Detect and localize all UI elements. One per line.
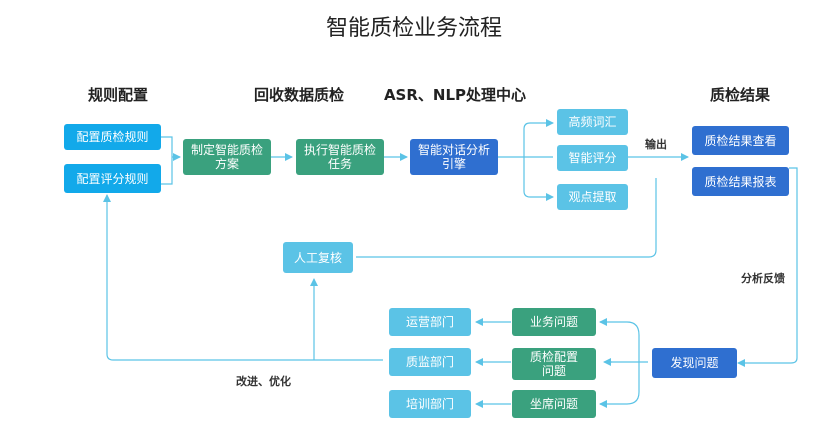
section-config-title: 规则配置 bbox=[87, 86, 148, 104]
business-issue-box: 业务问题 bbox=[512, 308, 596, 336]
config-issue-box: 质检配置问题 bbox=[512, 348, 596, 380]
extract-views-box: 观点提取 bbox=[557, 184, 628, 210]
seat-issue-box: 坐席问题 bbox=[512, 390, 596, 418]
config-rules-box: 配置质检规则 bbox=[64, 124, 161, 150]
hot-words-box: 高频词汇 bbox=[557, 109, 628, 135]
improve-label: 改进、优化 bbox=[236, 375, 291, 388]
connector-config-to-plan bbox=[161, 136, 180, 185]
connector-engine-branches bbox=[498, 122, 553, 198]
find-issues-box: 发现问题 bbox=[652, 348, 737, 378]
section-center-title: ASR、NLP处理中心 bbox=[383, 86, 527, 104]
section-collect-title: 回收数据质检 bbox=[253, 86, 344, 104]
connector-to-manual-review bbox=[356, 178, 657, 258]
engine-box: 智能对话分析引擎 bbox=[410, 139, 498, 175]
section-result-title: 质检结果 bbox=[709, 86, 770, 104]
smart-score-box: 智能评分 bbox=[557, 145, 628, 171]
feedback-label: 分析反馈 bbox=[741, 272, 785, 285]
run-task-box: 执行智能质检任务 bbox=[296, 139, 384, 175]
make-plan-box: 制定智能质检方案 bbox=[183, 139, 271, 175]
output-label: 输出 bbox=[645, 138, 667, 151]
result-report-box: 质检结果报表 bbox=[692, 167, 789, 196]
connector-improve-to-config bbox=[103, 194, 383, 361]
manual-review-box: 人工复核 bbox=[283, 242, 353, 273]
config-score-box: 配置评分规则 bbox=[64, 164, 161, 193]
qa-dept-box: 质监部门 bbox=[389, 348, 471, 376]
connector-feedback bbox=[737, 167, 798, 367]
view-result-box: 质检结果查看 bbox=[692, 126, 789, 155]
connector-issues-branch bbox=[600, 321, 648, 405]
training-dept-box: 培训部门 bbox=[389, 390, 471, 418]
ops-dept-box: 运营部门 bbox=[389, 308, 471, 336]
page-title: 智能质检业务流程 bbox=[325, 16, 502, 41]
